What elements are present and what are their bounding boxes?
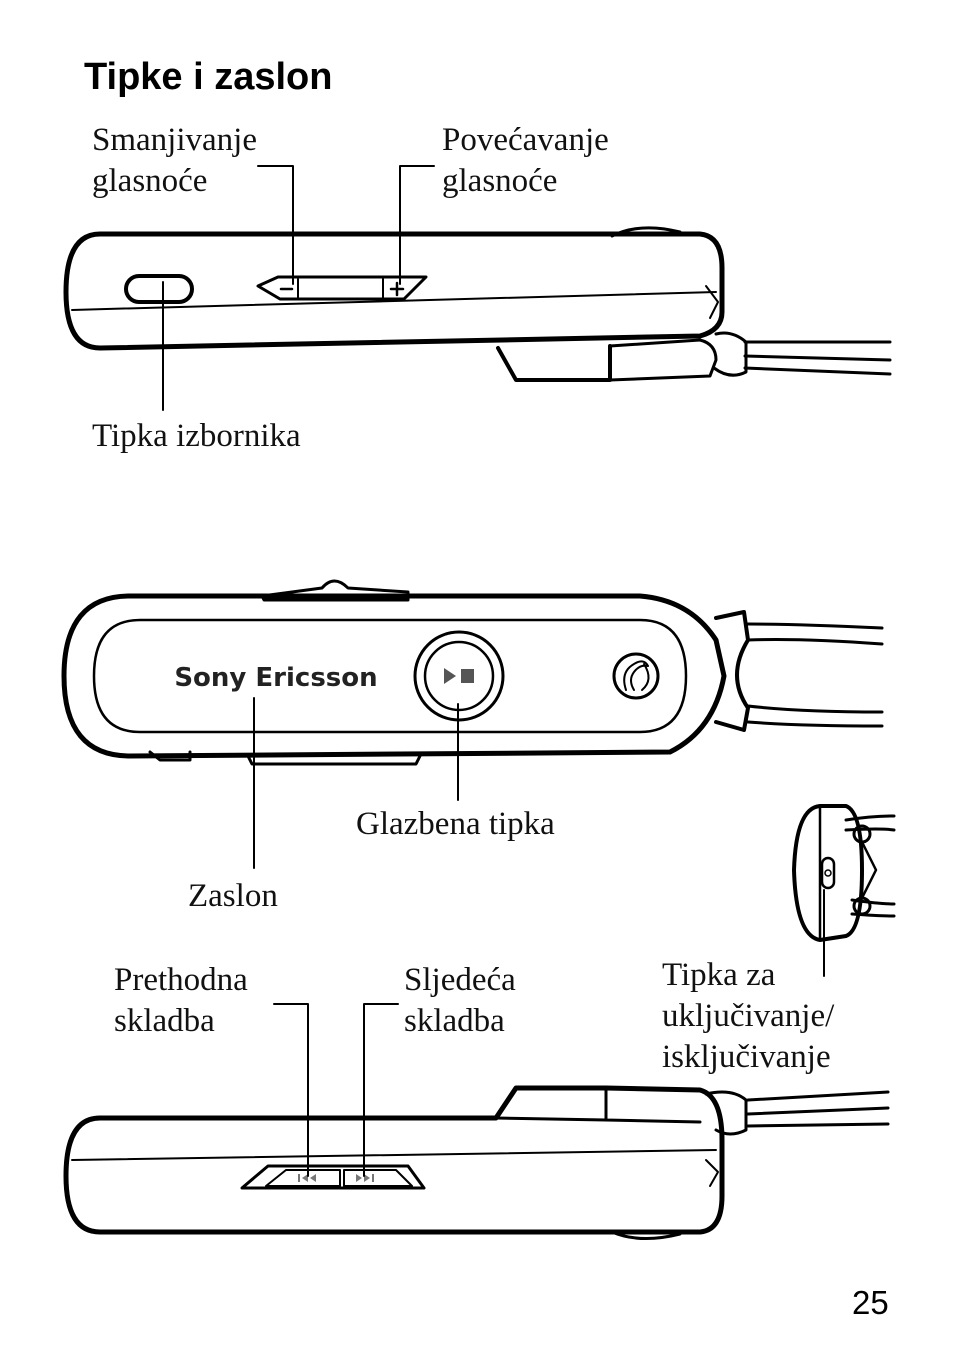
device-top-view [63, 165, 892, 411]
sony-ericsson-emblem-icon [612, 652, 660, 700]
label-previous-track-line2: skladba [114, 1003, 215, 1039]
volume-rocker[interactable] [256, 275, 428, 301]
label-power-key-line1: Tipka za [662, 957, 776, 993]
menu-key[interactable] [124, 274, 194, 304]
label-volume-down-line1: Smanjivanje [92, 122, 257, 158]
label-previous-track-line1: Prethodna [114, 962, 248, 998]
label-next-track: Sljedeća skladba [404, 960, 516, 1042]
power-key[interactable] [820, 856, 836, 890]
label-previous-track: Prethodna skladba [114, 960, 248, 1042]
label-next-track-line1: Sljedeća [404, 962, 516, 998]
next-track-icon [356, 1174, 374, 1182]
previous-track-icon [298, 1174, 316, 1182]
label-next-track-line2: skladba [404, 1003, 505, 1039]
power-icon [824, 869, 832, 877]
plus-icon [389, 281, 405, 297]
page-title: Tipke i zaslon [84, 56, 333, 98]
previous-track-key[interactable] [265, 1169, 341, 1187]
brand-logo: Sony Ericsson [174, 663, 377, 693]
label-volume-down: Smanjivanje glasnoće [92, 120, 257, 202]
next-track-key[interactable] [343, 1169, 413, 1187]
label-power-key: Tipka za uključivanje/ isključivanje [662, 955, 834, 1078]
page-number: 25 [852, 1284, 889, 1321]
label-power-key-line2: uključivanje/ [662, 998, 835, 1034]
label-music-key: Glazbena tipka [356, 806, 555, 842]
label-volume-down-line2: glasnoće [92, 163, 208, 199]
label-volume-up-line2: glasnoće [442, 163, 558, 199]
device-bottom-view [63, 1003, 890, 1241]
label-menu-key: Tipka izbornika [92, 418, 301, 454]
label-volume-up: Povećavanje glasnoće [442, 120, 609, 202]
label-display: Zaslon [188, 878, 278, 914]
track-rocker[interactable] [240, 1164, 426, 1190]
label-volume-up-line1: Povećavanje [442, 122, 609, 158]
display-panel [92, 618, 688, 734]
device-front-view: Sony Ericsson [61, 579, 884, 869]
play-pause-icon [444, 668, 474, 684]
device-end-view [792, 804, 896, 977]
label-power-key-line3: isključivanje [662, 1039, 831, 1075]
